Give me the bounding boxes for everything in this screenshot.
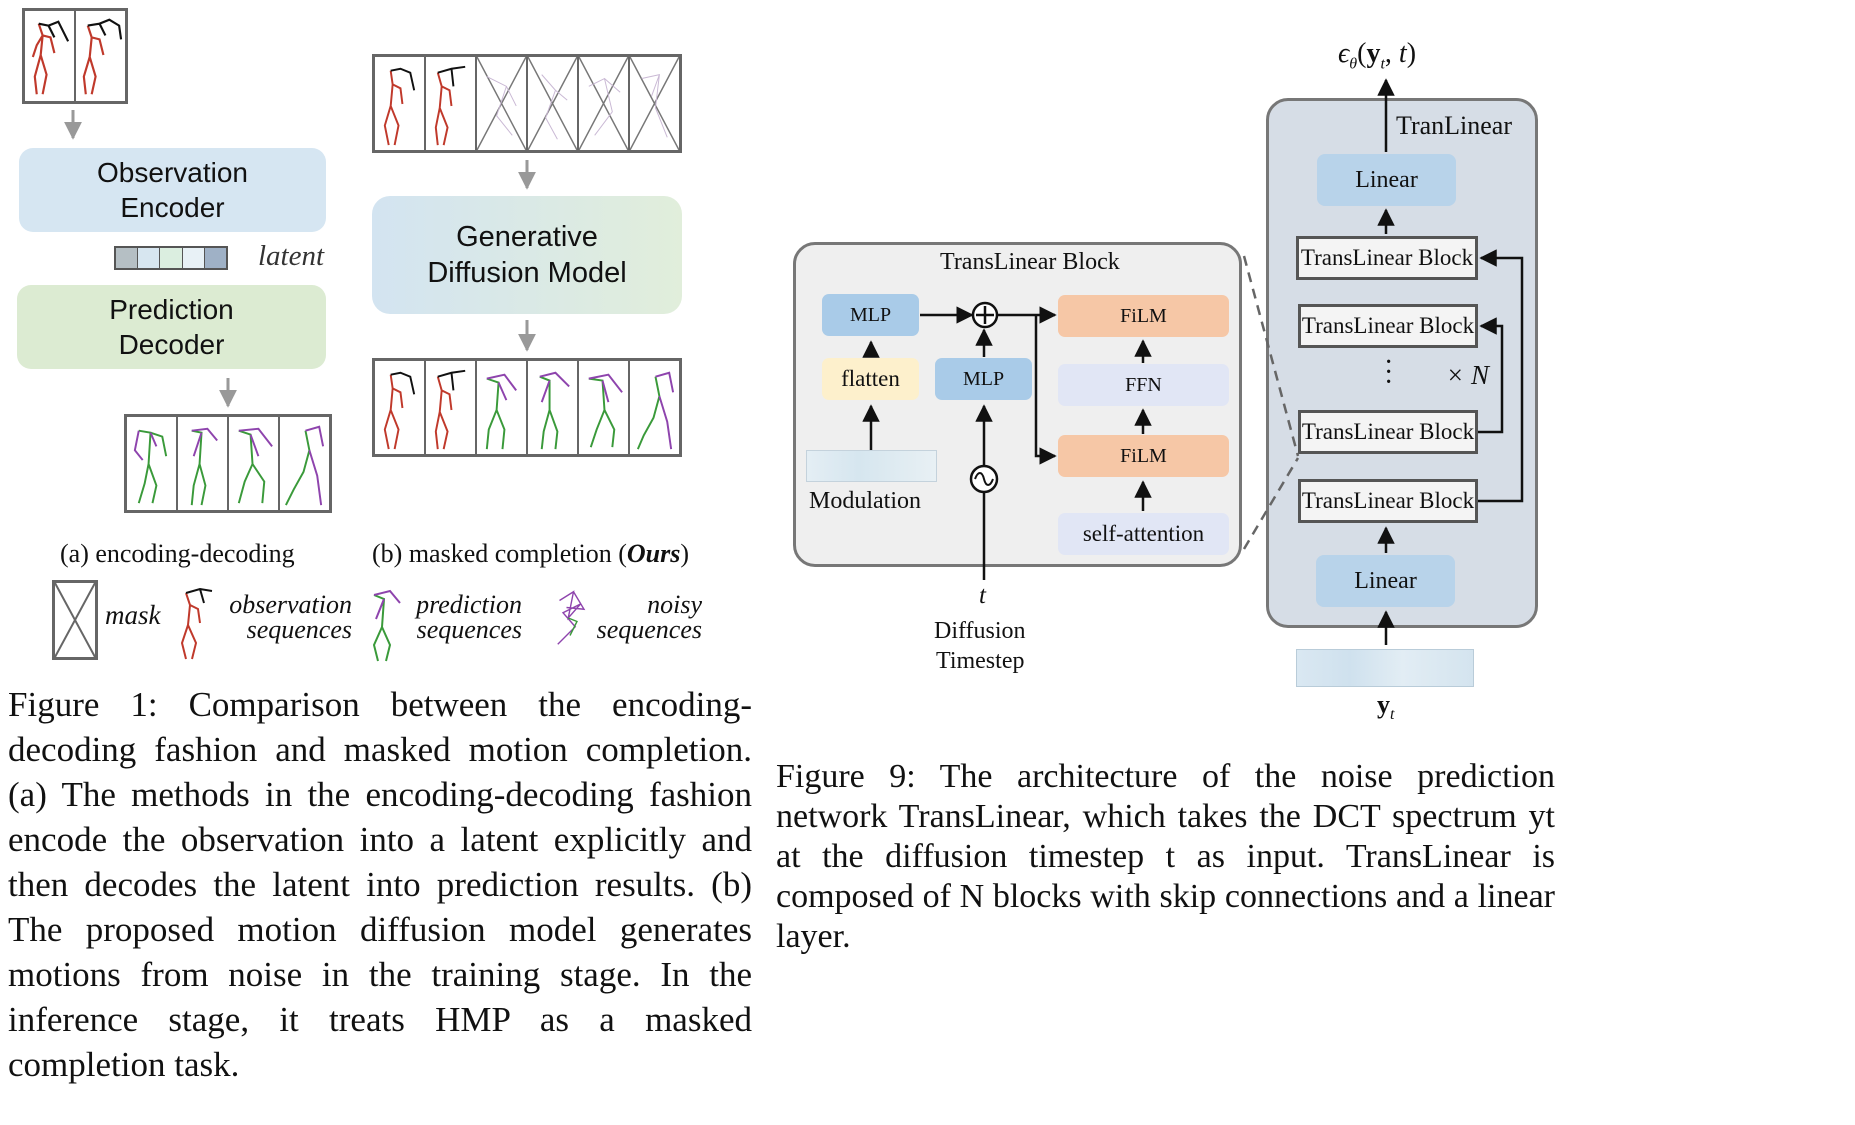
legend-observation-icon bbox=[180, 587, 213, 660]
input-heatmap bbox=[1296, 649, 1474, 687]
t-label: t bbox=[979, 582, 986, 609]
legend-observation-line2: sequences bbox=[246, 615, 352, 644]
fig1-label-b-suffix: ) bbox=[680, 539, 690, 568]
translinear-block-1: TransLinear Block bbox=[1296, 236, 1478, 280]
fig1-label-b-prefix: (b) masked completion ( bbox=[372, 539, 627, 568]
legend-noisy-label: noisy sequences bbox=[592, 590, 702, 644]
prediction-frame bbox=[229, 417, 280, 510]
self-attention-box: self-attention bbox=[1058, 513, 1229, 555]
fig1-label-b-ours: Ours bbox=[626, 539, 681, 568]
translinear-block-2: TransLinear Block bbox=[1298, 304, 1478, 348]
prediction-frame bbox=[630, 361, 679, 454]
legend-prediction-line1: prediction bbox=[416, 590, 522, 619]
modulation-label: Modulation bbox=[809, 488, 921, 514]
observation-frame bbox=[426, 361, 477, 454]
legend-noisy-icon bbox=[557, 590, 586, 645]
fig1b-completed-frames bbox=[372, 358, 682, 457]
detail-title: TransLinear Block bbox=[940, 249, 1120, 275]
linear-bottom-box: Linear bbox=[1316, 555, 1455, 607]
fig1-label-b: (b) masked completion (Ours) bbox=[372, 539, 689, 569]
modulation-heatmap bbox=[806, 450, 937, 482]
observation-frame bbox=[375, 361, 426, 454]
legend-noisy-line1: noisy bbox=[647, 590, 702, 619]
latent-vector bbox=[114, 246, 228, 270]
prediction-decoder-label: Prediction Decoder bbox=[109, 294, 234, 360]
translinear-block-3: TransLinear Block bbox=[1298, 410, 1478, 454]
observation-encoder-label: Observation Encoder bbox=[97, 157, 248, 223]
observation-frame bbox=[375, 57, 426, 150]
legend-observation-label: observation sequences bbox=[222, 590, 352, 644]
output-label: ϵθ(yt, t) bbox=[1338, 38, 1417, 73]
fig1a-observation-frames bbox=[22, 8, 128, 104]
legend-mask-swatch bbox=[52, 580, 98, 660]
legend-mask-label: mask bbox=[105, 600, 161, 630]
legend-prediction-label: prediction sequences bbox=[408, 590, 522, 644]
fig1a-prediction-frames bbox=[124, 414, 332, 513]
mask-frame bbox=[579, 57, 630, 150]
prediction-frame bbox=[280, 417, 329, 510]
flatten-box: flatten bbox=[822, 358, 919, 400]
legend-prediction-line2: sequences bbox=[416, 615, 522, 644]
prediction-frame bbox=[477, 361, 528, 454]
fig1-label-a: (a) encoding-decoding bbox=[60, 539, 295, 568]
mlp-timestep-box: MLP bbox=[935, 358, 1032, 400]
mlp-modulation-box: MLP bbox=[822, 294, 919, 336]
observation-frame bbox=[76, 11, 125, 101]
latent-label: latent bbox=[258, 240, 325, 272]
mask-frame bbox=[477, 57, 528, 150]
diffusion-label: Diffusion bbox=[934, 618, 1026, 644]
legend-observation-line1: observation bbox=[229, 590, 352, 619]
prediction-frame bbox=[579, 361, 630, 454]
translinear-block-4: TransLinear Block bbox=[1298, 479, 1478, 523]
ellipsis-dots: ··· bbox=[1384, 347, 1394, 398]
observation-frame bbox=[25, 11, 76, 101]
mask-frame bbox=[528, 57, 579, 150]
fig9-caption: Figure 9: The architecture of the noise … bbox=[776, 758, 1555, 955]
observation-frame bbox=[426, 57, 477, 150]
input-label: yt bbox=[1377, 690, 1395, 724]
mask-frame bbox=[630, 57, 679, 150]
fig1-caption: Figure 1: Comparison between the encodin… bbox=[8, 685, 752, 1084]
tranlinear-title: TranLinear bbox=[1396, 111, 1513, 140]
prediction-decoder-box: Prediction Decoder bbox=[17, 285, 326, 369]
legend-noisy-line2: sequences bbox=[596, 615, 702, 644]
fig1b-masked-frames bbox=[372, 54, 682, 153]
generative-diffusion-model-box: Generative Diffusion Model bbox=[372, 196, 682, 314]
prediction-frame bbox=[178, 417, 229, 510]
film-bottom-box: FiLM bbox=[1058, 435, 1229, 477]
prediction-frame bbox=[127, 417, 178, 510]
prediction-frame bbox=[528, 361, 579, 454]
legend-prediction-icon bbox=[372, 589, 401, 662]
ffn-box: FFN bbox=[1058, 364, 1229, 406]
timestep-label: Timestep bbox=[936, 648, 1025, 674]
generative-diffusion-model-label: Generative Diffusion Model bbox=[427, 221, 627, 289]
observation-encoder-box: Observation Encoder bbox=[19, 148, 326, 232]
film-top-box: FiLM bbox=[1058, 295, 1229, 337]
linear-top-box: Linear bbox=[1317, 154, 1456, 206]
times-n-label: × N bbox=[1446, 360, 1489, 390]
